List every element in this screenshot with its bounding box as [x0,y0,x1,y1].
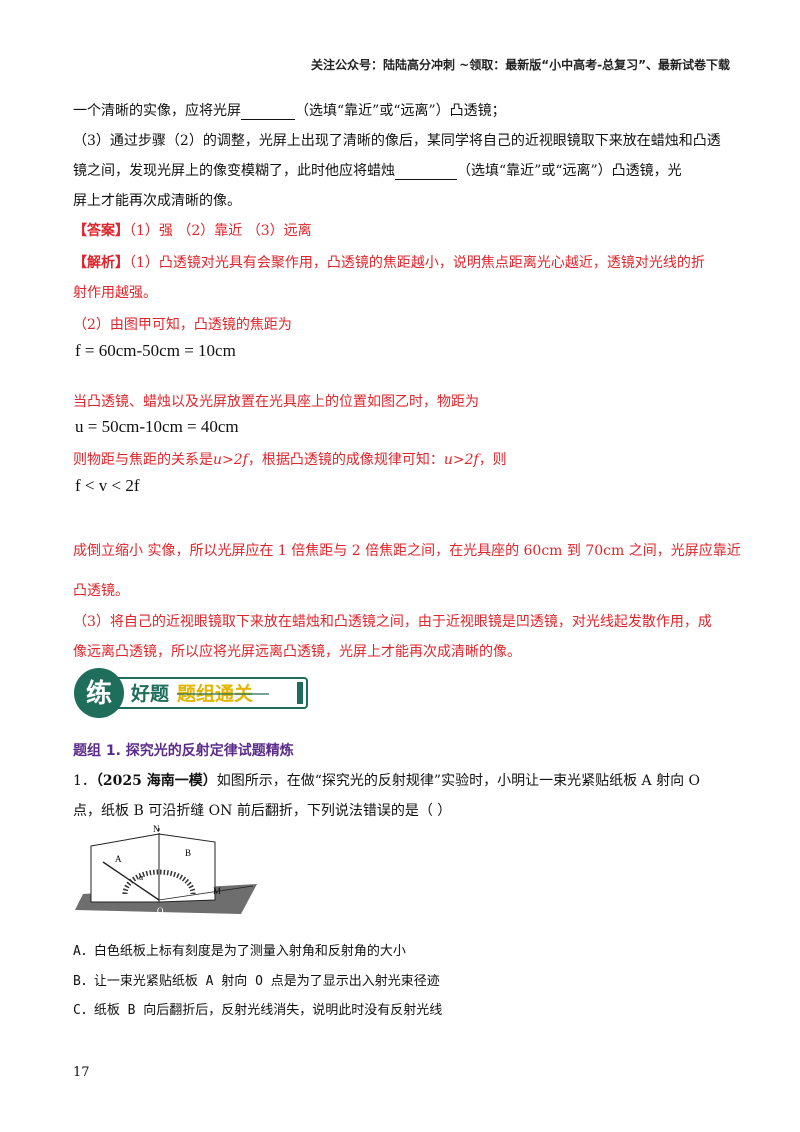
analysis-p5a: 成倒立缩小 实像，所以光屏应在 1 倍焦距与 2 倍焦距之间，在光具座的 60c… [73,543,741,559]
answer-label: 【答案】 [73,223,129,239]
group-title: 题组 1. 探究光的反射定律试题精炼 [73,743,294,759]
q3-line3: 屏上才能再次成清晰的像。 [73,193,241,209]
q1-line1: 1．（2025 海南一模）如图所示，在做“探究光的反射规律”实验时，小明让一束光… [73,773,701,789]
answer-blank [395,165,457,180]
option-a: A．白色纸板上标有刻度是为了测量入射角和反射角的大小 [73,944,406,959]
analysis-p5b: 凸透镜。 [73,583,129,599]
analysis-p1a: 【解析】（1）凸透镜对光具有会聚作用，凸透镜的焦距越小，说明焦点距离光心越近，透… [73,255,705,271]
q1-line2: 点，纸板 B 可沿折缝 ON 前后翻折，下列说法错误的是（ ） [73,803,452,819]
page-number: 17 [73,1065,90,1080]
analysis-p2: （2）由图甲可知，凸透镜的焦距为 [73,317,292,333]
banner-title-1: 好题 [130,682,169,705]
equation-focal-length: f = 60cm-50cm = 10cm [75,341,236,360]
equation-image-distance: f < v < 2f [75,476,140,495]
equation-object-distance: u = 50cm-10cm = 40cm [75,417,239,436]
analysis-p6b: 像远离凸透镜，所以应将光屏远离凸透镜，光屏上才能再次成清晰的像。 [73,644,521,660]
label-o: O [157,906,164,916]
analysis-p4: 则物距与焦距的关系是u>2f，根据凸透镜的成像规律可知：u>2f，则 [73,452,507,468]
label-n: N [153,824,160,834]
option-c: C．纸板 B 向后翻折后，反射光线消失，说明此时没有反射光线 [73,1003,443,1018]
label-a: A [115,854,122,864]
analysis-p3: 当凸透镜、蜡烛以及光屏放置在光具座上的位置如图乙时，物距为 [73,394,479,410]
option-b: B．让一束光紧贴纸板 A 射向 O 点是为了显示出入射光束径迹 [73,974,440,989]
analysis-p1b: 射作用越强。 [73,285,157,301]
page-header: 关注公众号：陆陆高分冲刺 ~领取：最新版“小中高考-总复习”、最新试卷下载 [311,58,730,72]
q2-continuation: 一个清晰的实像，应将光屏（选填“靠近”或“远离”）凸透镜； [73,103,506,120]
q1-source: （2025 海南一模） [95,773,217,789]
answer: 【答案】（1）强 （2）靠近 （3）远离 [73,223,312,239]
label-m: M [213,886,221,896]
q3-line2: 镜之间，发现光屏上的像变模糊了，此时他应将蜡烛（选填“靠近”或“远离”）凸透镜，… [73,163,682,180]
analysis-label: 【解析】 [73,255,129,271]
reflection-experiment-figure: N A B α O M [75,824,257,916]
banner-char: 练 [86,678,112,709]
answer-blank [241,105,295,120]
label-alpha: α [139,873,144,882]
label-b: B [185,848,191,858]
q3-line1: （3）通过步骤（2）的调整，光屏上出现了清晰的像后，某同学将自己的近视眼镜取下来… [73,133,721,149]
analysis-p6a: （3）将自己的近视眼镜取下来放在蜡烛和凸透镜之间，由于近视眼镜是凹透镜，对光线起… [73,614,712,630]
practice-banner: 练 好题 题组通关 [74,668,308,718]
